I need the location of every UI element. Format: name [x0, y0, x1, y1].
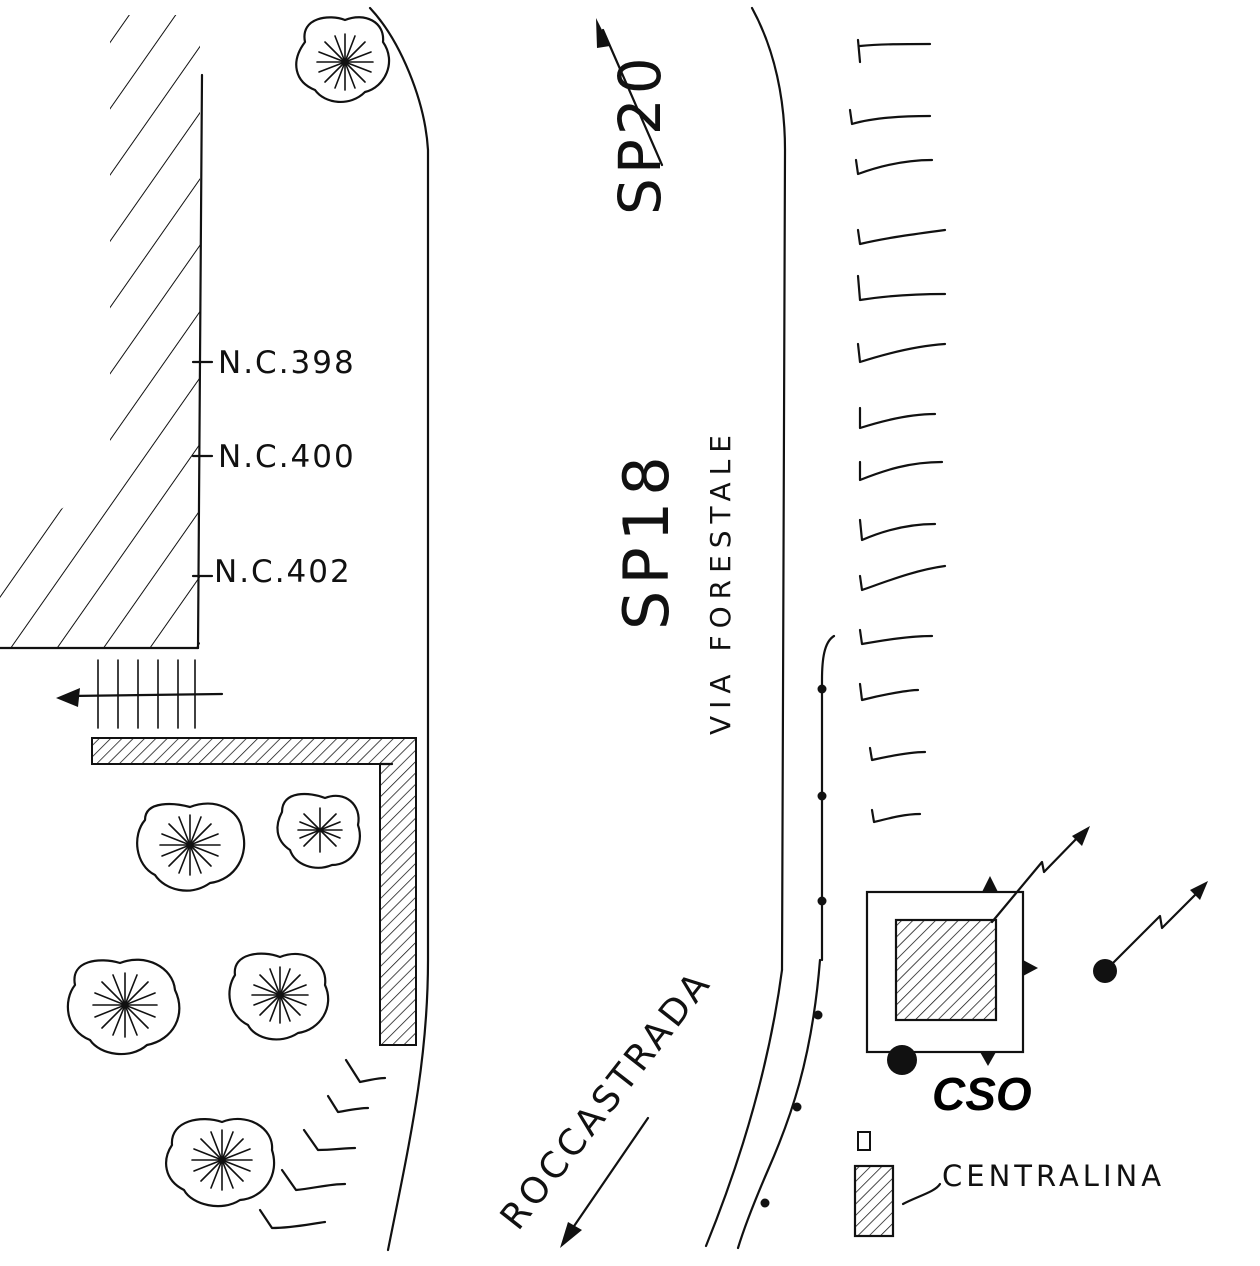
vegetation-ticks-right: [848, 38, 947, 824]
civic-number-398: N.C.398: [218, 345, 356, 381]
antenna-signal-icon: [1093, 881, 1208, 983]
tree-icon: [66, 958, 181, 1056]
entrance-arrow-icon: [56, 688, 80, 707]
antenna-signal-icon: [990, 826, 1090, 924]
tree-icon: [165, 1117, 276, 1208]
road-left-edge: [368, 6, 430, 1252]
tree-icon: [295, 16, 391, 103]
tree-icon: [276, 792, 361, 869]
road-label-sp18: SP18: [610, 450, 683, 630]
road-curve-inner: [704, 968, 784, 1248]
cso-station: [865, 876, 1038, 1075]
direction-arrow-sp20: [596, 18, 664, 167]
road-right-edge: [750, 6, 787, 972]
building-block: [0, 15, 204, 650]
road-label-via-forestale: VIA FORESTALE: [704, 428, 737, 735]
direction-label-roccastrada: ROCCASTRADA: [493, 962, 720, 1237]
dotted-fence-line: [760, 634, 836, 1208]
tree-icon: [228, 952, 330, 1041]
direction-arrow-roccastrada: [560, 1116, 650, 1248]
entrance-crossing: [68, 659, 224, 729]
l-shaped-wall: [91, 737, 417, 1046]
centralina-cabinet: [853, 1131, 942, 1238]
road-label-sp20: SP20: [606, 53, 674, 215]
civic-number-ticks: [191, 360, 214, 578]
civic-number-400: N.C.400: [218, 439, 356, 475]
tree-icon: [136, 802, 246, 892]
cso-label: CSO: [932, 1068, 1032, 1120]
civic-number-402: N.C.402: [214, 554, 352, 590]
vegetation-ticks-lower-left: [258, 1058, 387, 1230]
road-lower-curve: [736, 958, 822, 1250]
centralina-label: CENTRALINA: [942, 1159, 1165, 1193]
